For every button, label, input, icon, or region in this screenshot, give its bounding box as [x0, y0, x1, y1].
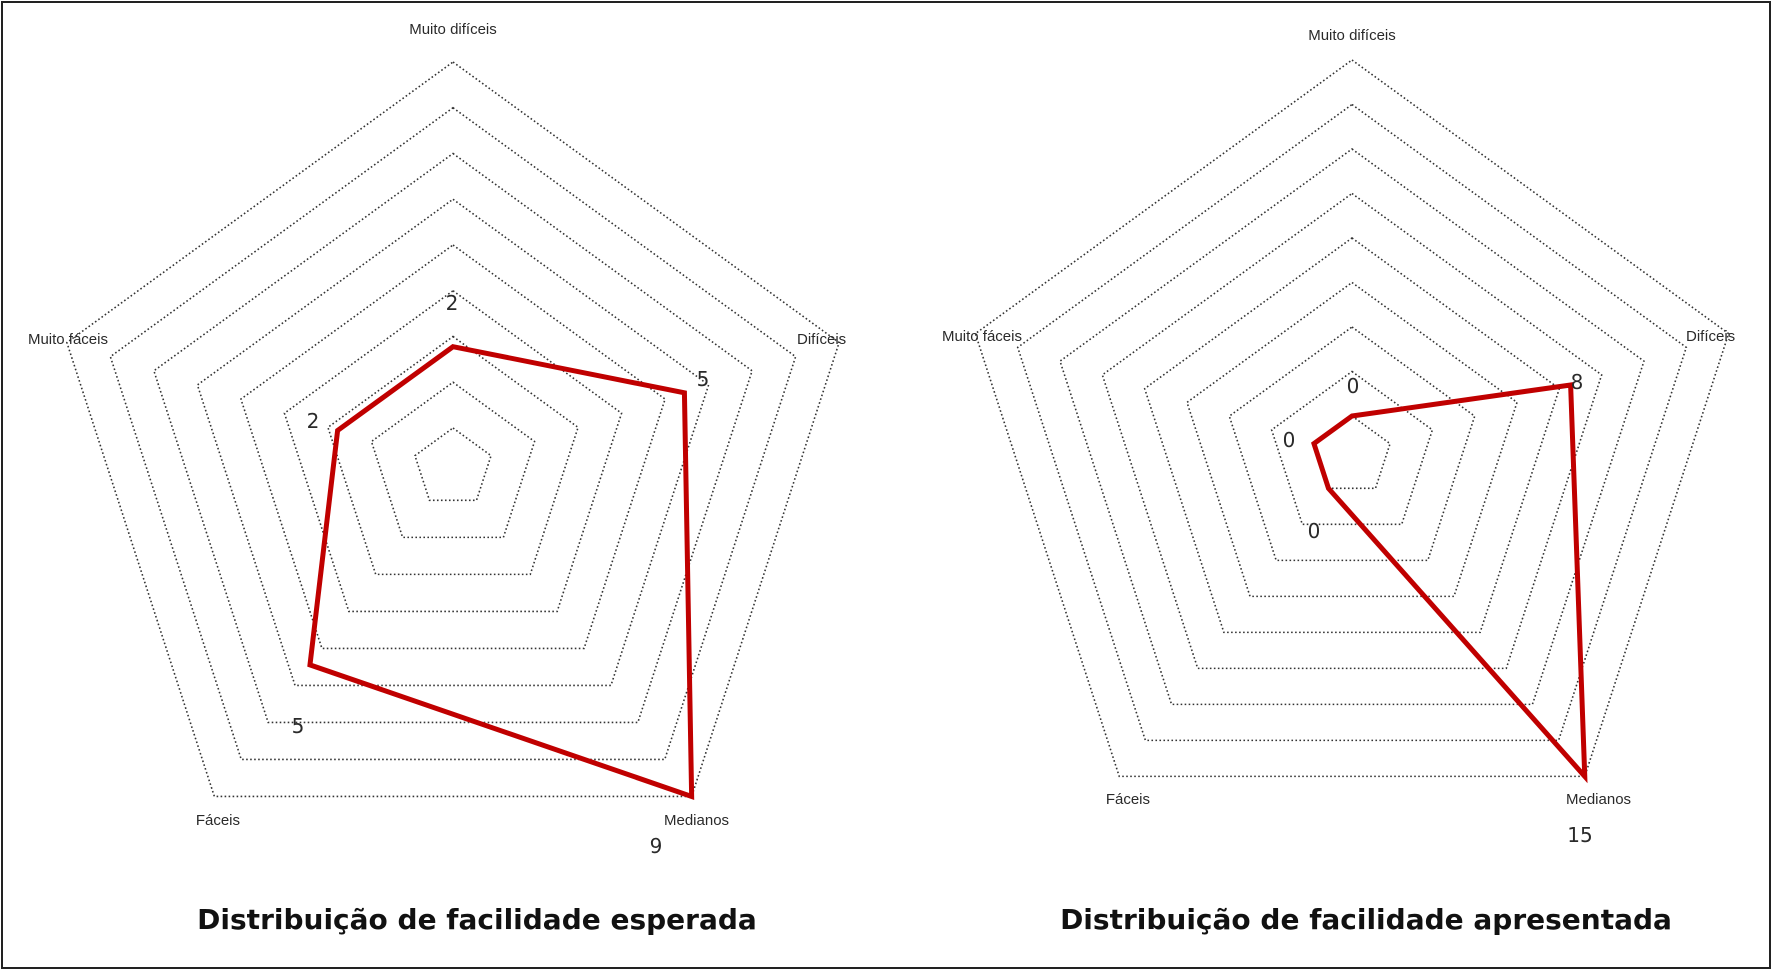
data-label-muito-dificeis: 2 — [446, 291, 459, 315]
series-polygon — [307, 344, 695, 800]
axis-label-medianos: Medianos — [1566, 791, 1631, 808]
axis-label-faceis: Fáceis — [1106, 791, 1150, 808]
grid-ring — [283, 289, 623, 613]
grid-ring — [370, 381, 536, 539]
data-label-dificeis: 8 — [1571, 370, 1584, 394]
data-label-dificeis: 5 — [697, 367, 710, 391]
axis-label-dificeis: Difíceis — [797, 331, 846, 348]
axis-label-dificeis: Difíceis — [1686, 328, 1735, 345]
grid-ring — [1270, 370, 1434, 526]
grid-ring — [326, 335, 580, 576]
grid-ring — [239, 244, 667, 650]
series-polygon — [1311, 382, 1588, 784]
grid-ring — [1059, 148, 1645, 706]
axis-label-muito-faceis: Muito fáceis — [28, 331, 108, 348]
radar-grid — [974, 59, 1730, 778]
chart-title-presented: Distribuição de facilidade apresentada — [1060, 903, 1672, 936]
grid-ring — [1016, 103, 1688, 742]
grid-ring — [152, 152, 754, 724]
axis-label-medianos: Medianos — [664, 812, 729, 829]
grid-ring — [1228, 326, 1476, 562]
data-label-faceis: 5 — [292, 714, 305, 738]
chart-title-expected: Distribuição de facilidade esperada — [197, 903, 757, 936]
data-label-muito-faceis: 0 — [1283, 428, 1296, 452]
axis-label-muito-dificeis: Muito difíceis — [409, 21, 497, 38]
grid-ring — [1101, 192, 1603, 670]
axis-label-faceis: Fáceis — [196, 812, 240, 829]
grid-ring — [109, 106, 797, 761]
data-label-muito-dificeis: 0 — [1347, 374, 1360, 398]
data-label-faceis: 0 — [1308, 519, 1321, 543]
data-label-medianos: 15 — [1567, 823, 1592, 847]
grid-ring — [414, 427, 492, 502]
data-label-muito-faceis: 2 — [307, 409, 320, 433]
grid-ring — [65, 61, 841, 798]
grid-ring — [1143, 237, 1561, 634]
radar-chart-expected: Muito difíceis Difíceis Medianos Fáceis … — [28, 21, 846, 936]
radar-chart-presented: Muito difíceis Difíceis Medianos Fáceis … — [942, 27, 1735, 936]
axis-label-muito-faceis: Muito fáceis — [942, 328, 1022, 345]
axis-label-muito-dificeis: Muito difíceis — [1308, 27, 1396, 44]
radar-grid — [65, 61, 841, 798]
data-label-medianos: 9 — [650, 834, 663, 858]
grid-ring — [1313, 415, 1391, 490]
grid-ring — [196, 198, 710, 687]
